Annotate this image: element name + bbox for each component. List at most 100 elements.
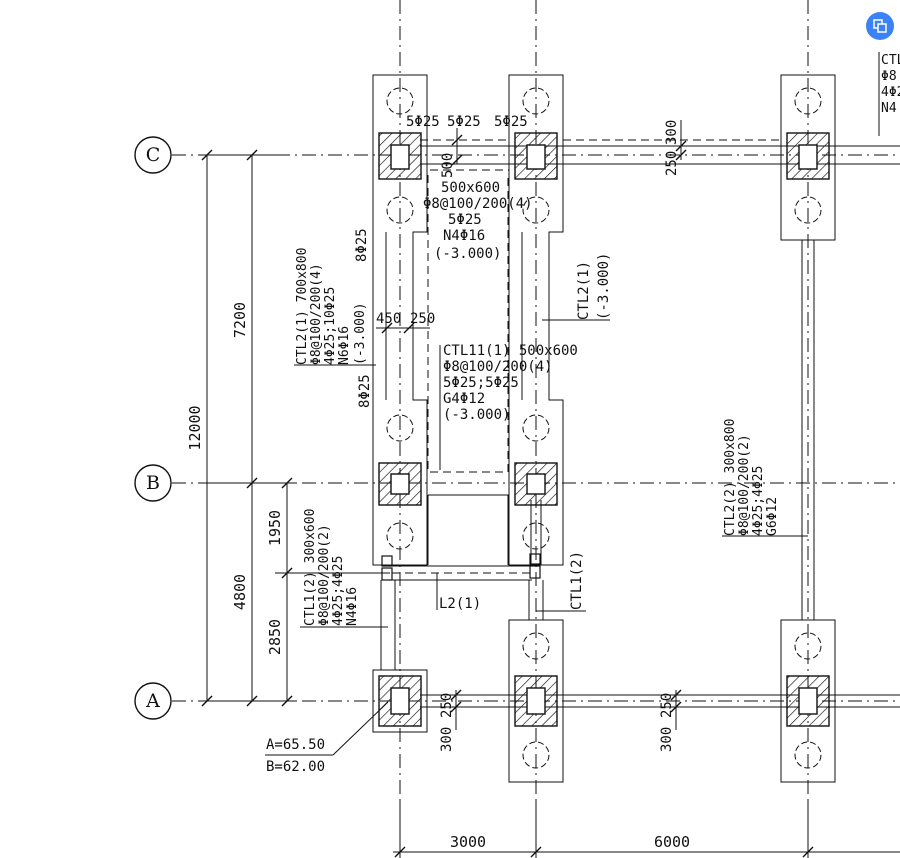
axis-bubble-a: A [134, 682, 172, 720]
axis-label-c: C [146, 144, 161, 166]
ctl2-2-stirrup: Φ8@100/200(2) [737, 434, 752, 536]
pile-icon [522, 522, 550, 550]
beams [380, 139, 900, 708]
rebar-markers [381, 553, 541, 581]
pile-icon [522, 414, 550, 442]
dim-250-btm-left: 250 [439, 693, 455, 718]
dim-300-btm-left: 300 [439, 727, 455, 752]
dim-bay-6000: 6000 [654, 833, 690, 851]
beam-label-upper-tie: 500x600 Φ8@100/200(4) 5Φ25 N4Φ16 (-3.000… [423, 180, 533, 262]
pile-icon [794, 196, 822, 224]
pile-icon [386, 196, 414, 224]
dim-bay-3000: 3000 [450, 833, 486, 851]
dim-lower-4800: 4800 [231, 574, 249, 610]
local-dimensions: 5Φ25 5Φ25 5Φ25 500 300 250 450 250 8Φ25 … [354, 114, 687, 752]
ctl2-1-left-side: N6Φ16 [337, 326, 352, 365]
upper-tie-bars: 5Φ25 [448, 212, 482, 228]
beam-label-l2: L2(1) [436, 573, 481, 612]
beam-label-ctl2-1-right: CTL2(1) (-3.000) [542, 253, 612, 321]
ctl11-stirrup: Φ8@100/200(4) [443, 359, 553, 375]
column-a1 [378, 675, 422, 727]
ctl11-elev: (-3.000) [443, 407, 510, 423]
ctl2-1-left-bars: 4Φ25;10Φ25 [323, 287, 338, 365]
pile-cap-col3-a [780, 619, 836, 783]
beam-label-ctl1-2: CTL1(2) 300x600 Φ8@100/200(2) 4Φ25;4Φ25 … [300, 509, 388, 628]
dim-8phi25-lower: 8Φ25 [357, 374, 373, 408]
elevation-a: A=65.50 [266, 737, 325, 753]
axis-label-a: A [145, 690, 160, 712]
ctl11-side: G4Φ12 [443, 391, 485, 407]
pile-icon [522, 741, 550, 769]
column-a3 [786, 675, 830, 727]
dim-450: 450 [376, 311, 401, 327]
dim-8phi25-upper: 8Φ25 [354, 228, 370, 262]
dim-300-top: 300 [664, 120, 680, 145]
column-b2 [514, 462, 558, 506]
dim-sub-2850: 2850 [266, 619, 284, 655]
ctl2-2-side: G6Φ12 [765, 497, 780, 536]
axis-bubble-c: C [134, 136, 172, 174]
elevation-note: A=65.50 B=62.00 [265, 701, 389, 775]
dim-sub-1950: 1950 [266, 510, 284, 546]
left-dimensions: 12000 7200 4800 1950 2850 [186, 149, 390, 707]
ctl2-1-left-elev: (-3.000) [353, 302, 368, 365]
dim-5phi25-b: 5Φ25 [447, 114, 481, 130]
dim-250-mid: 250 [410, 311, 435, 327]
pile-cap-col2-a [508, 619, 564, 783]
ctl1-2-side: N4Φ16 [345, 587, 360, 626]
beam-label-top-right: CTL Φ8 4Φ2 N4 [878, 52, 900, 136]
pile-icon [386, 87, 414, 115]
pile-icon [386, 522, 414, 550]
ctl1-2-title: CTL1(2) 300x600 [303, 509, 318, 626]
top-right-line-4: N4 [881, 101, 897, 116]
column-c1 [378, 132, 422, 180]
pile-icon [794, 741, 822, 769]
pile-cap-col1-a [372, 669, 428, 733]
ctl2-1-left-stirrup: Φ8@100/200(4) [309, 263, 324, 365]
beam-label-ctl1-2-right: CTL1(2) [536, 551, 586, 612]
ctl11-title: CTL11(1) 500x600 [443, 343, 578, 359]
beam-label-ctl2-1-left: CTL2(1) 700x800 Φ8@100/200(4) 4Φ25;10Φ25… [294, 248, 376, 366]
pile-cap-col3-top [780, 74, 836, 241]
copy-frame-icon [873, 19, 887, 33]
pile-caps [372, 74, 836, 783]
axis-label-b: B [146, 472, 160, 494]
elevation-b: B=62.00 [266, 759, 325, 775]
bottom-dimensions: 3000 6000 [393, 800, 900, 858]
top-right-line-1: CTL [881, 53, 900, 68]
pile-icon [794, 87, 822, 115]
column-a2 [514, 675, 558, 727]
pile-icon [386, 414, 414, 442]
ctl2-2-bars: 4Φ25;4Φ25 [751, 466, 766, 536]
ctl2-1-left-title: CTL2(1) 700x800 [295, 248, 310, 365]
pile-icon [522, 632, 550, 660]
dim-250-top: 250 [664, 151, 680, 176]
pile-icon [794, 632, 822, 660]
pile-icon [522, 196, 550, 224]
pile-cap-col2-upper [508, 74, 564, 566]
columns [378, 132, 830, 727]
ctl2-1-right-elev: (-3.000) [596, 253, 612, 320]
column-b1 [378, 462, 422, 506]
copy-frame-button[interactable] [866, 12, 894, 40]
column-c3 [786, 132, 830, 180]
ctl1-2-right-title: CTL1(2) [569, 551, 585, 610]
ctl1-2-stirrup: Φ8@100/200(2) [317, 524, 332, 626]
dim-250-btm-right: 250 [659, 693, 675, 718]
piles [386, 87, 822, 769]
upper-tie-size: 500x600 [441, 180, 500, 196]
upper-tie-stirrup: Φ8@100/200(4) [423, 196, 533, 212]
ctl11-bars: 5Φ25;5Φ25 [443, 375, 519, 391]
beam-label-ctl2-2: CTL2(2) 300x800 Φ8@100/200(2) 4Φ25;4Φ25 … [722, 419, 808, 537]
axis-bubble-b: B [134, 464, 172, 502]
top-right-line-2: Φ8 [881, 69, 897, 84]
top-right-line-3: 4Φ2 [881, 85, 900, 100]
dim-300-btm-right: 300 [659, 727, 675, 752]
l2-title: L2(1) [439, 596, 481, 612]
pile-cap-col1-upper [372, 74, 428, 566]
dim-5phi25-a: 5Φ25 [406, 114, 440, 130]
dim-upper-7200: 7200 [231, 302, 249, 338]
upper-tie-side: N4Φ16 [443, 228, 485, 244]
dim-total-12000: 12000 [186, 405, 204, 450]
